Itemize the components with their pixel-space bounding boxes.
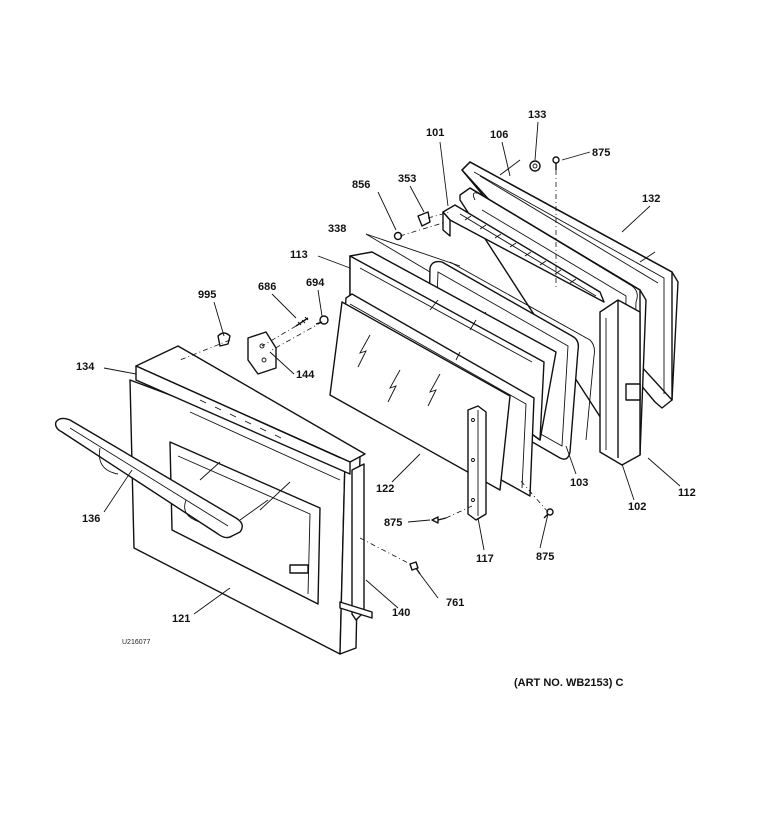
screw-686 [295,316,309,327]
callout-102: 102 [628,501,646,513]
callout-132: 132 [642,193,660,205]
screw-875-top [552,156,560,170]
callout-122: 122 [376,483,394,495]
callout-761: 761 [446,597,464,609]
callout-133: 133 [528,109,546,121]
clip-995 [217,332,231,347]
callout-134: 134 [76,361,95,373]
callout-121: 121 [172,613,190,625]
top-trim-134 [135,345,366,481]
callout-136: 136 [82,513,100,525]
screw-694 [315,315,329,325]
inner-frame-101 [442,204,605,303]
side-trim-140 [339,463,373,621]
callout-103: 103 [570,477,588,489]
bracket-117 [467,405,487,521]
leader-lines [103,121,681,615]
drawing-code: U216077 [122,639,151,646]
callout-113: 113 [290,249,308,261]
callout-694: 694 [306,277,325,289]
callout-144: 144 [296,369,315,381]
callout-140: 140 [392,607,410,619]
screw-761 [409,561,421,575]
callout-353: 353 [398,173,416,185]
nut-133 [529,160,541,172]
callout-995: 995 [198,289,216,301]
screw-875-left [431,516,447,524]
hinge-bracket-144 [247,331,277,375]
callout-117: 117 [476,553,494,565]
callout-875-top: 875 [592,147,610,159]
callout-686: 686 [258,281,276,293]
screw-856 [393,231,403,241]
callout-875-right: 875 [536,551,554,563]
art-number: (ART NO. WB2153) C [514,677,623,689]
screw-875-right [543,508,554,519]
door-handle-136 [54,417,243,539]
clip-353 [417,211,431,227]
callout-112: 112 [678,487,696,499]
callout-338: 338 [328,223,346,235]
alignment-lines [179,170,557,565]
side-channel-102 [599,299,641,466]
callout-101: 101 [426,127,444,139]
callout-856: 856 [352,179,370,191]
callout-labels: 133 101 106 875 856 353 132 338 113 995 … [76,109,696,625]
callout-875-left: 875 [384,517,402,529]
callout-106: 106 [490,129,508,141]
